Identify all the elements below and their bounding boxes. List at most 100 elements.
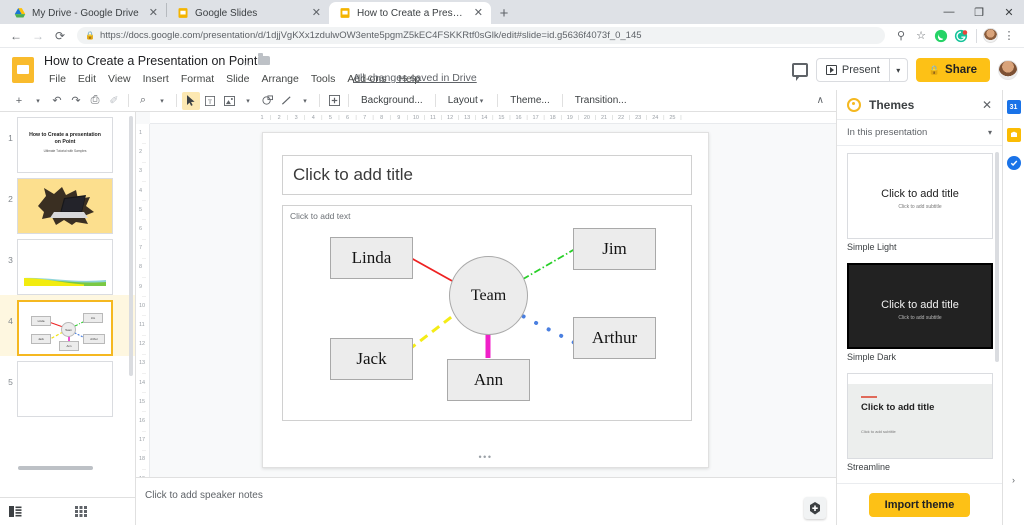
document-title[interactable]: How to Create a Presentation on Point [44,54,258,68]
collapse-toolbar-icon[interactable]: ∧ [816,95,824,106]
expand-rail-icon[interactable]: › [1012,475,1015,485]
reload-icon[interactable]: ⟳ [54,28,66,43]
back-icon[interactable]: ← [10,28,22,43]
new-slide-caret-icon[interactable]: ▾ [36,97,40,105]
theme-option-streamline[interactable]: Click to add title Click to add subtitle… [837,373,1002,483]
themes-scrollbar[interactable] [995,152,999,362]
filmstrip-h-scrollbar[interactable] [18,466,93,470]
body-placeholder[interactable]: Click to add text Linda Jim Jack Ann [282,205,692,421]
slide-thumbnail[interactable] [17,178,113,234]
themes-scope-selector[interactable]: In this presentation ▾ [837,120,1002,146]
tab-close-icon[interactable]: ✕ [311,6,321,19]
filmstrip-slide-4[interactable]: 4 Linda Jim Jack Ann Arthur Team [0,295,135,356]
close-icon[interactable]: ✕ [981,97,992,112]
layout-button[interactable]: Layout▾ [441,92,493,110]
diagram-node-jim[interactable]: Jim [573,228,656,270]
undo-icon[interactable]: ↶ [52,95,62,107]
move-to-folder-icon[interactable] [258,53,270,65]
explore-icon[interactable] [804,497,826,519]
add-comment-icon[interactable] [325,92,343,110]
present-dropdown-icon[interactable]: ▾ [888,59,907,81]
google-tasks-icon[interactable] [1006,156,1021,170]
diagram-node-jack[interactable]: Jack [330,338,413,380]
menu-slide[interactable]: Slide [226,73,250,85]
filmstrip-slide-3[interactable]: 3 [0,234,135,295]
theme-preview[interactable]: Click to add title Click to add subtitle [847,263,993,349]
extension-whatsapp-icon[interactable] [932,27,950,45]
line-caret-icon[interactable]: ▾ [303,97,307,105]
filmstrip-slide-1[interactable]: 1 How to Create a presentation on Point … [0,112,135,173]
title-placeholder[interactable]: Click to add title [282,155,692,195]
star-icon[interactable]: ☆ [242,57,252,69]
diagram-node-team[interactable]: Team [449,256,528,335]
filmstrip-scrollbar[interactable] [129,116,133,376]
menu-insert[interactable]: Insert [142,73,169,85]
filmstrip-slide-5[interactable]: 5 [0,356,135,417]
slide-thumbnail[interactable] [17,239,113,295]
google-keep-icon[interactable] [1006,128,1021,142]
zoom-icon[interactable]: ⌕ [139,94,147,106]
text-box-icon[interactable]: T [201,92,219,110]
slide-thumbnail[interactable] [17,361,113,417]
theme-option-simple-light[interactable]: Click to add title Click to add subtitle… [837,153,1002,263]
background-button[interactable]: Background... [361,95,423,106]
filmstrip-slide-2[interactable]: 2 [0,173,135,234]
browser-tab-0[interactable]: My Drive - Google Drive ✕ [4,2,166,24]
new-tab-button[interactable]: + [499,4,509,22]
transition-button[interactable]: Transition... [574,95,627,106]
forward-icon[interactable]: → [32,28,44,43]
menu-tools[interactable]: Tools [310,73,336,85]
line-icon[interactable] [277,92,295,110]
shape-icon[interactable] [258,92,276,110]
speaker-notes-pane[interactable]: Click to add speaker notes [136,477,836,525]
select-cursor-icon[interactable] [182,91,200,110]
slide-editing-surface[interactable]: Click to add title Click to add text Lin… [262,132,709,468]
redo-icon[interactable]: ↷ [71,95,81,107]
theme-preview[interactable]: Click to add title Click to add subtitle [847,373,993,459]
theme-option-simple-dark[interactable]: Click to add title Click to add subtitle… [837,263,1002,373]
account-avatar[interactable] [998,60,1018,80]
menu-arrange[interactable]: Arrange [261,73,299,85]
menu-format[interactable]: Format [180,73,215,85]
save-status[interactable]: All changes saved in Drive [353,72,477,84]
diagram-node-ann[interactable]: Ann [447,359,530,401]
share-button[interactable]: 🔒 Share [915,58,990,82]
slide-thumbnail[interactable]: Linda Jim Jack Ann Arthur Team [17,300,113,356]
comment-history-icon[interactable] [791,63,808,81]
vertical-ruler[interactable]: 1—2—3—4—5—6—7—8—9—10—11—12—13—14—15—16—1… [136,124,150,477]
tab-close-icon[interactable]: ✕ [473,6,483,19]
slide-thumbnail[interactable]: How to Create a presentation on Point Ul… [17,117,113,173]
menu-edit[interactable]: Edit [77,73,97,85]
filmstrip-view-icon[interactable] [0,506,30,517]
chrome-menu-icon[interactable]: ⋮ [1003,30,1015,42]
theme-preview[interactable]: Click to add title Click to add subtitle [847,153,993,239]
bookmark-star-icon[interactable]: ☆ [916,30,926,42]
browser-tab-1[interactable]: Google Slides ✕ [167,2,329,24]
menu-addons[interactable]: Add-ons [347,73,387,85]
zoom-caret-icon[interactable]: ▾ [160,97,164,105]
print-icon[interactable]: ⎙ [90,94,100,106]
menu-view[interactable]: View [108,73,131,85]
window-minimize-button[interactable]: — [943,6,955,18]
window-maximize-button[interactable]: ❐ [974,6,984,19]
browser-tab-2[interactable]: How to Create a Presentation on ✕ [329,2,491,24]
slide-resize-handle[interactable]: ••• [478,452,493,462]
grid-view-icon[interactable] [66,506,96,517]
tab-close-icon[interactable]: ✕ [148,6,158,19]
menu-file[interactable]: File [49,73,66,85]
theme-button[interactable]: Theme... [510,95,550,106]
themes-list[interactable]: Click to add title Click to add subtitle… [837,147,1002,483]
extension-grammarly-icon[interactable] [952,27,970,45]
present-button[interactable]: Present [817,59,889,81]
address-bar[interactable]: 🔒 https://docs.google.com/presentation/d… [77,27,885,44]
diagram-node-linda[interactable]: Linda [330,237,413,279]
insert-image-icon[interactable] [220,92,238,110]
google-calendar-icon[interactable]: 31 [1006,100,1021,114]
new-slide-button[interactable]: + [15,94,23,107]
import-theme-button[interactable]: Import theme [868,492,971,517]
window-close-button[interactable]: ✕ [1004,6,1014,19]
menu-help[interactable]: Help [398,73,421,85]
insert-image-caret-icon[interactable]: ▾ [246,97,250,105]
horizontal-ruler[interactable]: 1|2|3|4|5|6|7|8|9|10|11|12|13|14|15|16|1… [150,112,836,124]
browser-profile-avatar[interactable] [983,28,998,43]
